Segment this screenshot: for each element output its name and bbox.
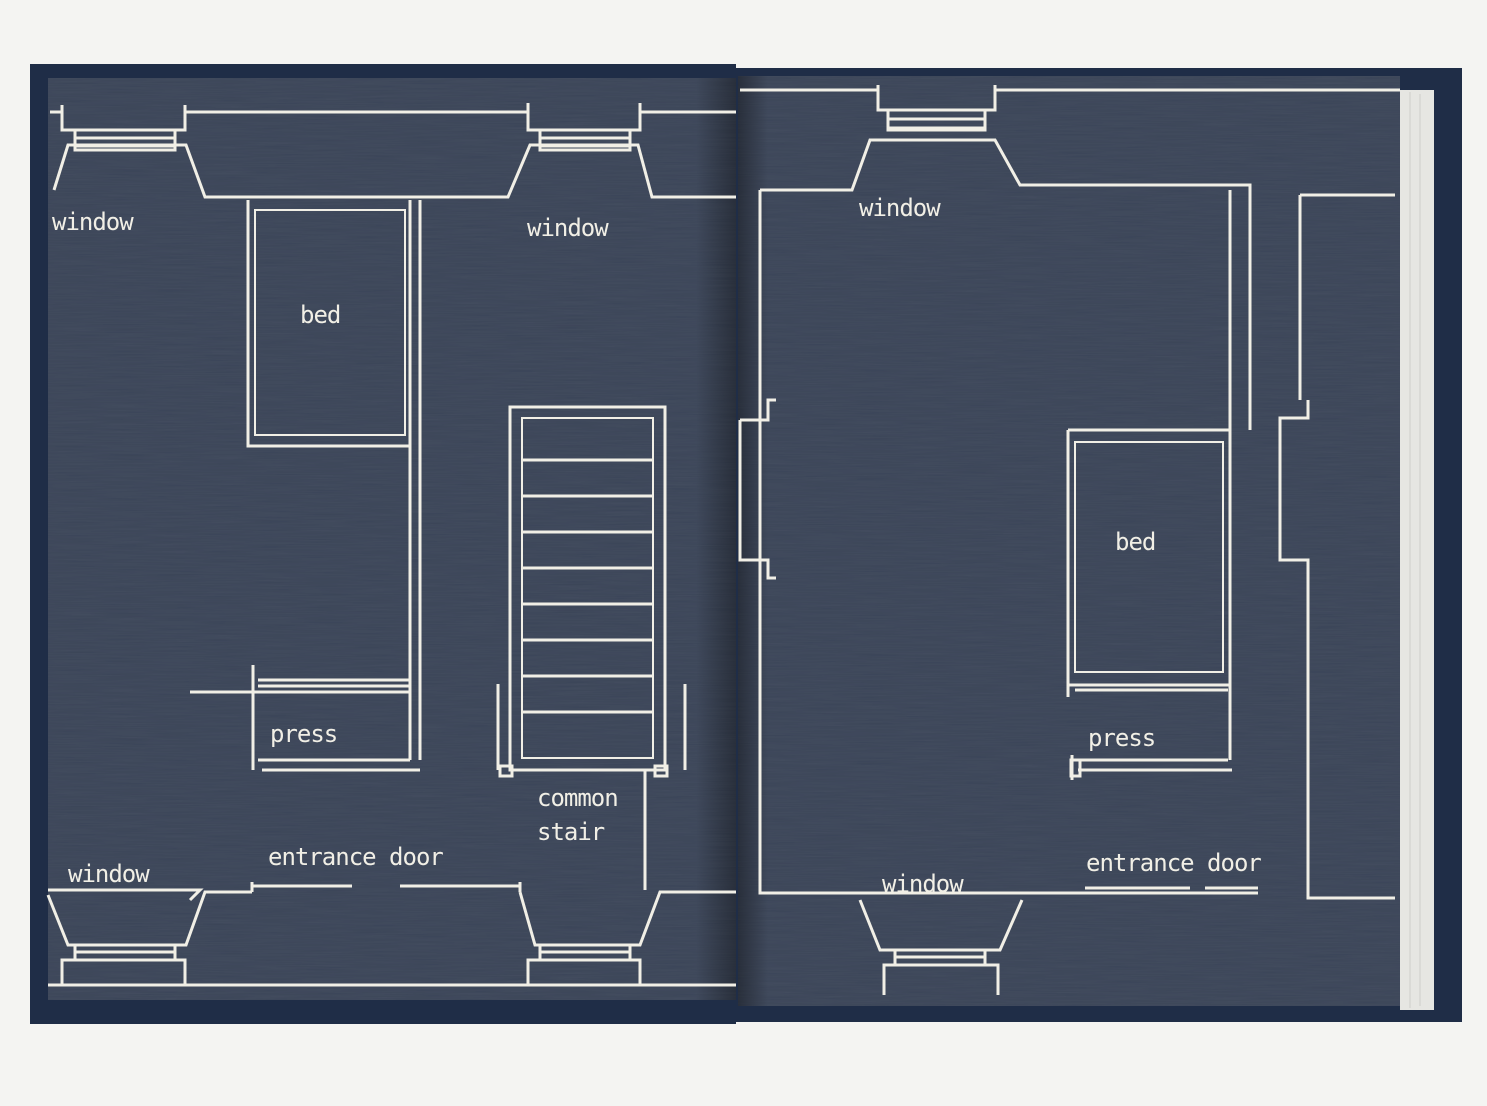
endpaper-left <box>48 78 736 1000</box>
label-window-top-right: window <box>859 194 941 222</box>
window-frame-bottom-mid <box>526 943 642 985</box>
label-window-bottom-left: window <box>68 860 150 888</box>
label-entrance-door-right: entrance door <box>1086 851 1262 875</box>
label-press-right: press <box>1088 724 1156 752</box>
label-window-top-left: window <box>52 208 134 236</box>
label-press-left: press <box>270 720 338 748</box>
page-block-edge <box>1400 90 1434 1010</box>
window-frame-top-left <box>60 105 187 152</box>
label-common: common <box>537 784 619 812</box>
window-frame-bottom-right <box>882 948 1000 995</box>
window-frame-top-right <box>876 85 997 132</box>
window-frame-top-mid <box>526 103 642 152</box>
label-window-top-mid: window <box>527 214 609 242</box>
stair-outline <box>496 405 687 890</box>
window-frame-bottom-left <box>60 943 187 985</box>
label-stair: stair <box>537 818 605 846</box>
label-window-bottom-right: window <box>882 870 964 898</box>
label-bed-right: bed <box>1115 528 1156 556</box>
label-entrance-door-left: entrance door <box>268 843 444 871</box>
left-floor-plan <box>46 103 736 987</box>
right-floor-plan <box>738 85 1400 995</box>
label-bed-left: bed <box>300 301 341 329</box>
